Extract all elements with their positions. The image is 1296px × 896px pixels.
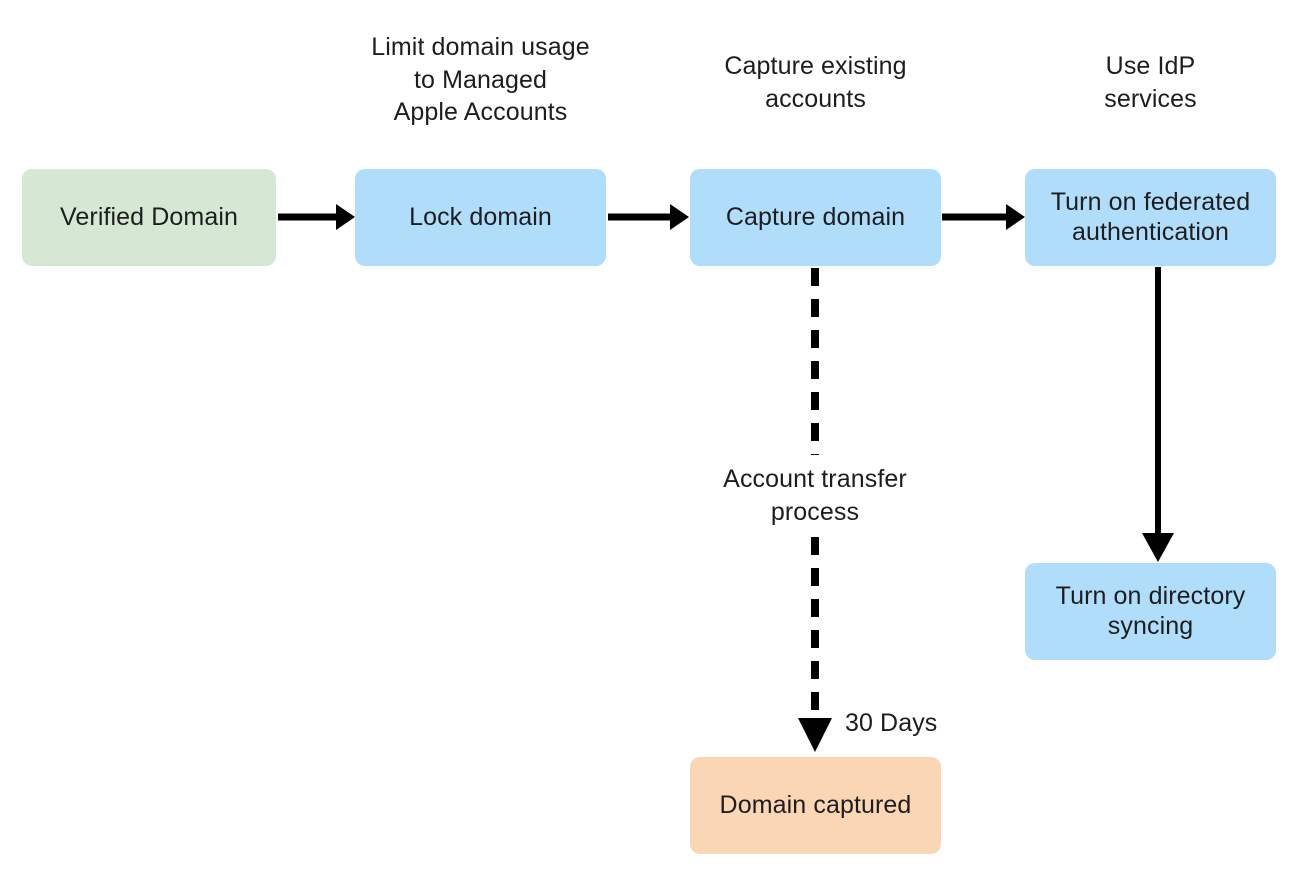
caption-idp-services: Use IdP services bbox=[1104, 52, 1197, 113]
node-federated-auth[interactable]: Turn on federated authentication bbox=[1025, 169, 1276, 266]
caption-lock-domain: Limit domain usage to Managed Apple Acco… bbox=[371, 33, 590, 126]
arrow-federated-to-directory bbox=[1142, 267, 1174, 562]
caption-30-days: 30 Days bbox=[845, 709, 938, 737]
node-capture-domain[interactable]: Capture domain bbox=[690, 169, 941, 266]
node-directory-syncing[interactable]: Turn on directory syncing bbox=[1025, 563, 1276, 660]
node-lock-domain[interactable]: Lock domain bbox=[355, 169, 606, 266]
caption-capture-domain: Capture existing accounts bbox=[724, 52, 907, 113]
arrow-verified-to-lock bbox=[278, 204, 355, 230]
caption-account-transfer: Account transfer process bbox=[723, 465, 907, 526]
node-verified-domain[interactable]: Verified Domain bbox=[22, 169, 276, 266]
arrow-capture-to-federated bbox=[942, 204, 1025, 230]
arrow-lock-to-capture bbox=[608, 204, 689, 230]
node-domain-captured[interactable]: Domain captured bbox=[690, 757, 941, 854]
